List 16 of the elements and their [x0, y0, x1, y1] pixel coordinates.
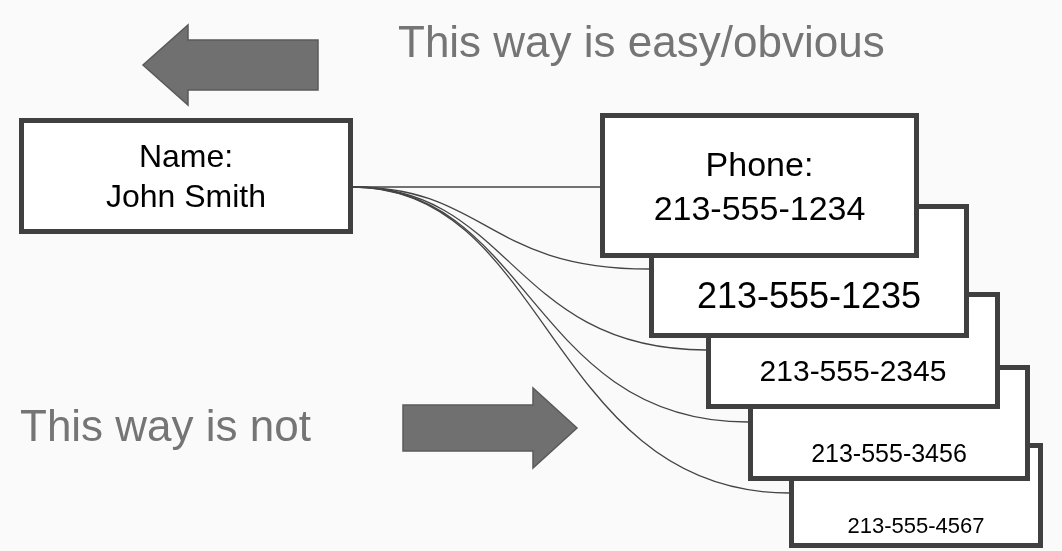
card-text: Phone: [705, 143, 814, 185]
card-text: 213-555-3456 [811, 438, 967, 468]
record-card [706, 338, 1000, 409]
note-text: This way is not [20, 400, 311, 452]
record-card [19, 118, 353, 234]
card-text: 213-555-4567 [847, 513, 985, 539]
record-card [789, 481, 1043, 548]
card-text: 213-555-1235 [696, 275, 922, 316]
card-text: Name: [138, 137, 234, 176]
card-text: 213-555-1234 [653, 187, 866, 229]
record-card [600, 113, 919, 258]
record-card [649, 258, 969, 338]
card-text: John Smith [105, 177, 267, 216]
note-text: This way is easy/obvious [398, 16, 885, 68]
card-text: 213-555-2345 [759, 354, 947, 388]
record-card [748, 409, 1030, 481]
